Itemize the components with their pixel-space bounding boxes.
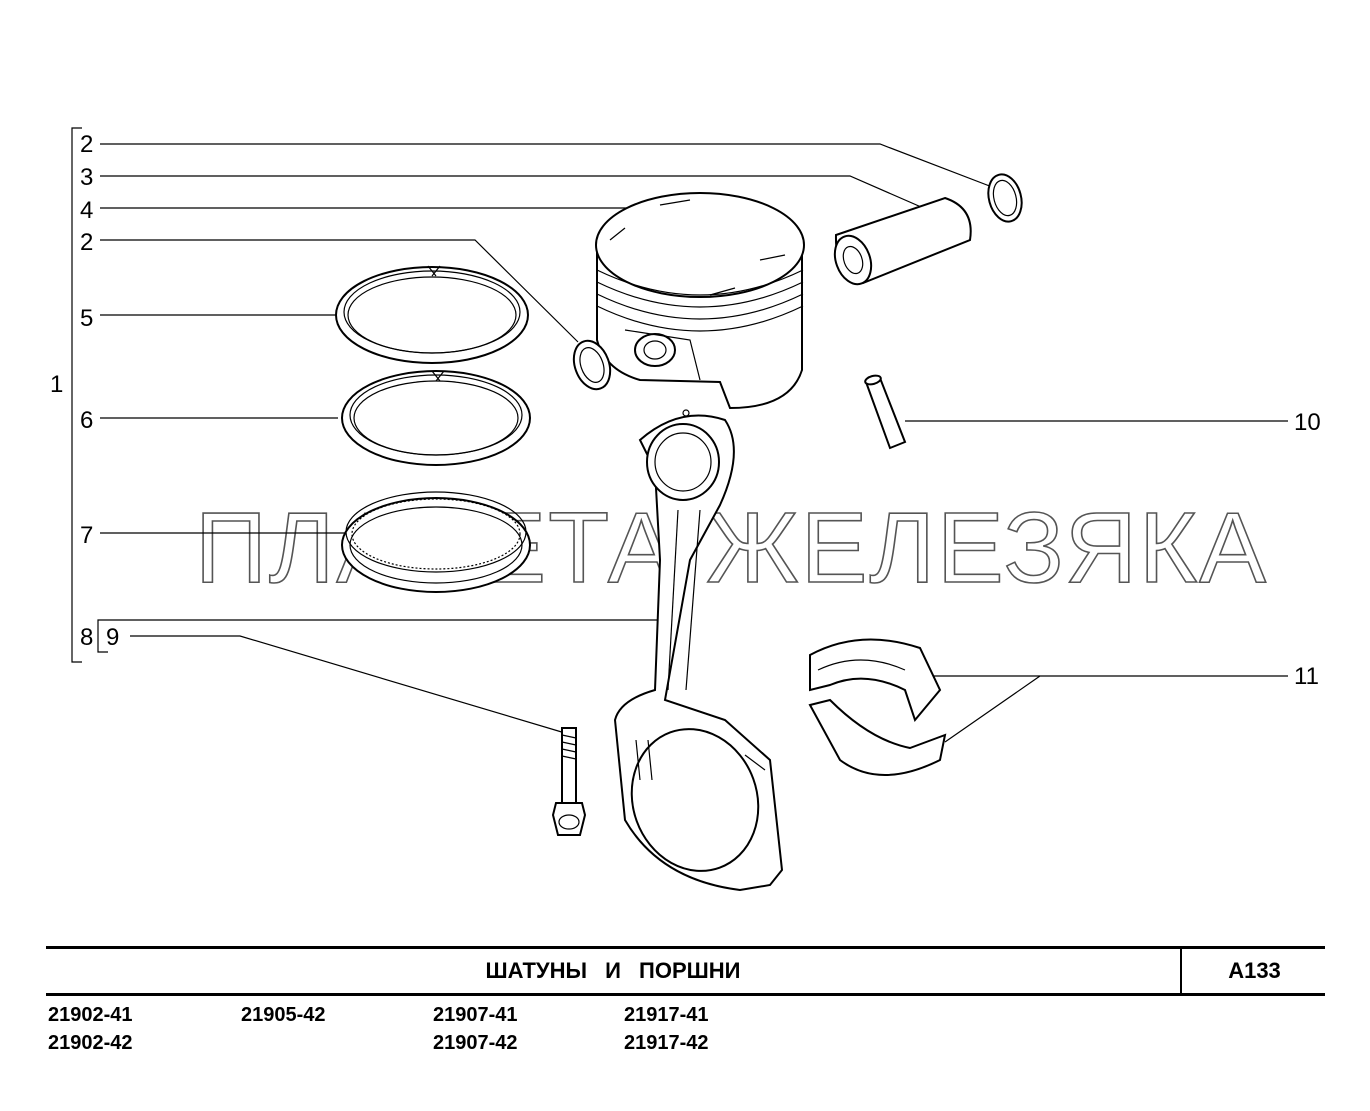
sub-bracket [97,619,108,653]
circlip-lower [572,339,612,391]
callout-2-top: 2 [80,131,93,158]
piston [595,192,805,410]
page-code: A133 [1180,949,1327,993]
group-bracket [71,127,82,663]
parts-diagram: ПЛАНЕТА ЖЕЛЕЗЯКА 1 2 3 4 2 5 6 7 8 9 10 … [50,127,1321,892]
callout-10: 10 [1294,409,1321,436]
callout-1: 1 [50,371,63,398]
model-code: 21907-41 [433,1004,518,1026]
leader-lines [100,143,1288,743]
connecting-rod [613,409,784,892]
bearing-shells [808,638,947,776]
small-pin [864,374,907,450]
model-code: 21902-41 [48,1004,133,1026]
connecting-rod-bolt [551,727,587,836]
model-code: 21902-42 [48,1032,133,1054]
callout-7: 7 [80,522,93,549]
callout-4: 4 [80,197,93,224]
compression-ring-second [341,370,531,466]
model-code: 21905-42 [241,1004,326,1026]
callout-6: 6 [80,407,93,434]
callout-8: 8 [80,624,93,651]
oil-control-ring [341,491,531,593]
piston-pin [833,196,972,286]
callout-9: 9 [106,624,119,651]
compression-ring-top [335,265,529,364]
circlip-upper [987,173,1023,223]
page-title: ШАТУНЫ И ПОРШНИ [485,958,741,983]
callout-5: 5 [80,305,93,332]
callout-11: 11 [1294,663,1319,690]
callout-3: 3 [80,164,93,191]
model-code: 21917-42 [624,1032,709,1054]
model-code: 21917-41 [624,1004,709,1026]
model-code: 21907-42 [433,1032,518,1054]
callout-2-bottom: 2 [80,229,93,256]
title-block: ШАТУНЫ И ПОРШНИ A133 [46,946,1325,996]
